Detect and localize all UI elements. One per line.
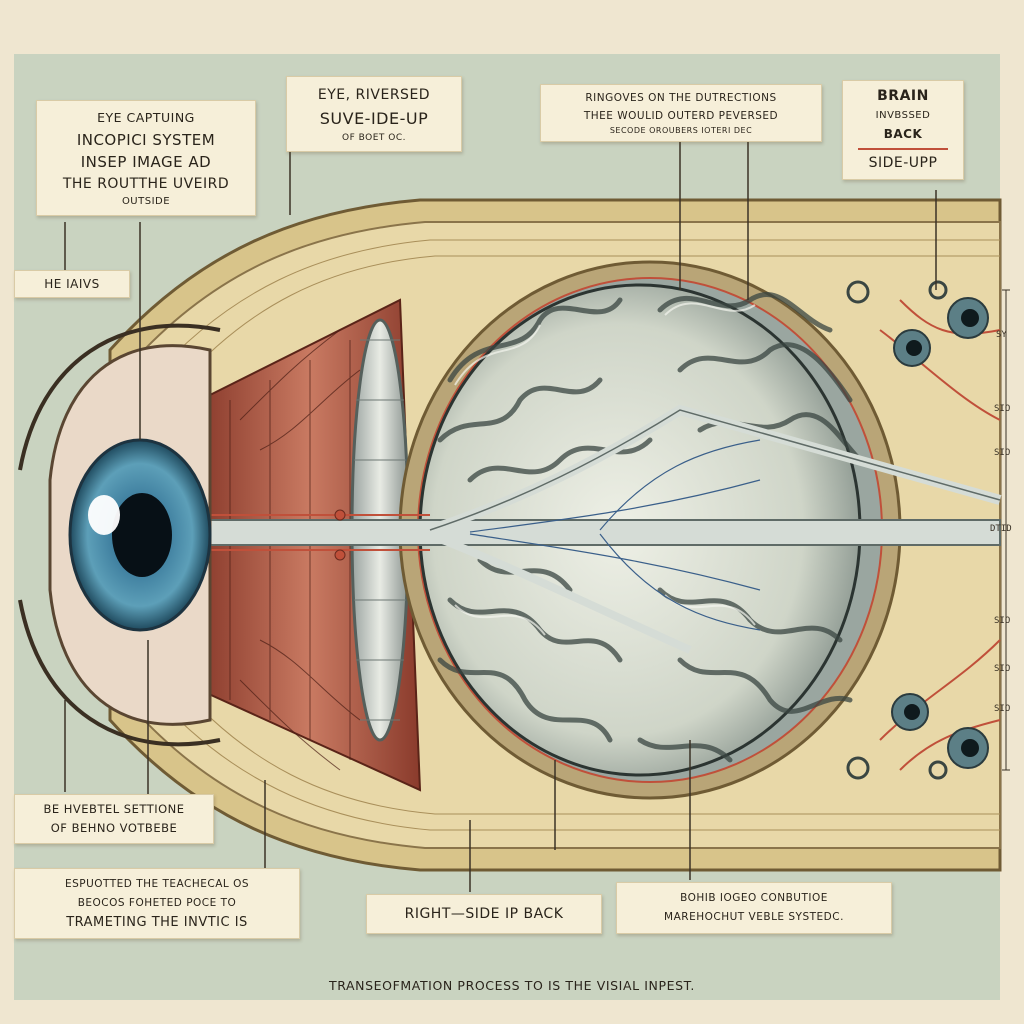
label-line: SECODE OROUBERS IOTERI DEC — [609, 126, 753, 135]
label-line: OF BOET OC. — [342, 133, 406, 143]
label-line: BACK — [883, 127, 923, 141]
label-line: BE HVEBTEL SETTIONE — [43, 802, 185, 816]
label-line: THE ROUTTHE UVEIRD — [62, 176, 230, 192]
side-tick-label: SIO — [994, 616, 1011, 626]
label-right-side: RIGHT—SIDE IP BACK — [366, 894, 602, 934]
label-line: INVBSSED — [875, 110, 931, 121]
label-brain: BRAIN INVBSSED BACK SIDE-UPP — [842, 80, 964, 180]
label-line: EYE, RIVERSED — [317, 87, 431, 103]
eye — [18, 323, 221, 747]
optic-nerve — [199, 404, 1002, 654]
blood-vessels — [200, 299, 1001, 771]
side-tick-label: SIO — [994, 448, 1011, 458]
pupil — [112, 493, 172, 577]
label-line: BOHIB IOGEO CONBUTIOE — [680, 892, 828, 904]
side-tick-label: SY — [996, 330, 1007, 340]
label-espuotted: ESPUOTTED THE TEACHECAL OS BEOCOS FOHETE… — [14, 868, 300, 939]
label-line: ESPUOTTED THE TEACHECAL OS — [64, 878, 250, 890]
side-tick-label: DTID — [990, 524, 1012, 534]
label-line: RINGOVES ON THE DUTRECTIONS — [585, 92, 777, 104]
label-rigoves: RINGOVES ON THE DUTRECTIONS THEE WOULID … — [540, 84, 822, 142]
side-tick-label: SIO — [994, 664, 1011, 674]
label-line: BEOCOS FOHETED POCE TO — [77, 897, 237, 909]
side-scale — [1002, 289, 1010, 771]
label-line: EYE CAPTUING — [97, 110, 195, 125]
figure-caption: TRANSEOFMATION PROCESS TO IS THE VISIAL … — [329, 978, 695, 993]
label-line: OUTSIDE — [121, 196, 171, 207]
label-line: OF BEHNO VOTBEBE — [50, 821, 178, 835]
label-line: INSEP IMAGE AD — [80, 153, 212, 171]
label-hvebtel: BE HVEBTEL SETTIONE OF BEHNO VOTBEBE — [14, 794, 214, 844]
label-eye-reversed: EYE, RIVERSED SUVE-IDE-UP OF BOET OC. — [286, 76, 462, 152]
label-eye-capturing: EYE CAPTUING INCOPICI SYSTEM INSEP IMAGE… — [36, 100, 256, 216]
label-bohib: BOHIB IOGEO CONBUTIOE MAREHOCHUT VEBLE S… — [616, 882, 892, 934]
side-tick-label: SIO — [994, 404, 1011, 414]
label-line: BRAIN — [877, 88, 929, 104]
label-line: SIDE-UPP — [868, 155, 938, 171]
side-tick-label: SIO — [994, 704, 1011, 714]
label-line: THEE WOULID OUTERD PEVERSED — [583, 110, 779, 122]
leader-lines — [64, 126, 937, 892]
label-line: TRAMETING THE INVTIC IS — [66, 915, 248, 930]
label-line: INCOPICI SYSTEM — [76, 131, 216, 149]
label-he-maivs: HE IAIVS — [14, 270, 130, 298]
label-line: HE IAIVS — [44, 277, 100, 291]
label-divider — [858, 148, 948, 150]
small-eyes — [846, 280, 989, 780]
label-line: RIGHT—SIDE IP BACK — [404, 906, 564, 922]
label-line: SUVE-IDE-UP — [319, 109, 429, 128]
label-line: MAREHOCHUT VEBLE SYSTEDC. — [664, 911, 844, 923]
